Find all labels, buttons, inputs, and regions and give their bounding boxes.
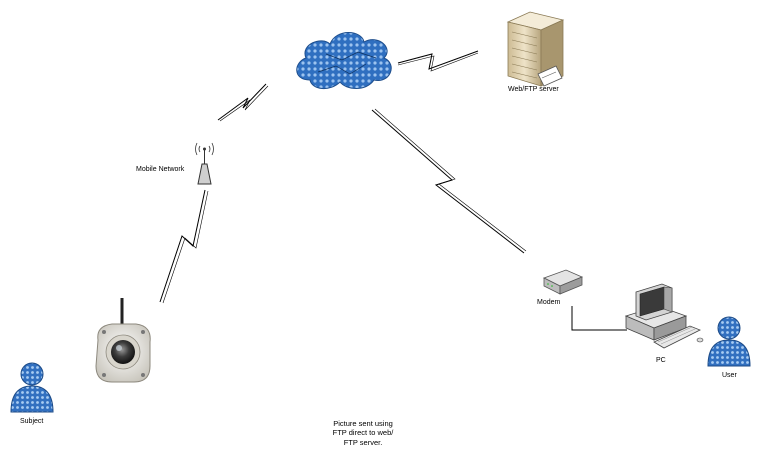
pc-icon <box>626 284 703 348</box>
mobile-network-label: Mobile Network <box>136 166 184 174</box>
link-antenna-cloud-2 <box>220 86 268 121</box>
modem-pc-cable <box>572 306 627 330</box>
user-person-icon <box>708 317 750 366</box>
modem-icon <box>544 270 582 294</box>
subject-person-icon <box>11 363 53 412</box>
user-label: User <box>722 372 737 380</box>
diagram-caption: Picture sent using FTP direct to web/ FT… <box>318 419 408 447</box>
link-cloud-server <box>398 51 478 69</box>
antenna-icon <box>196 143 214 184</box>
pc-label: PC <box>656 357 666 365</box>
web-ftp-server-label: Web/FTP server <box>508 86 559 94</box>
modem-label: Modem <box>537 299 560 307</box>
camera-icon <box>96 298 150 382</box>
link-antenna-cloud <box>218 84 266 120</box>
subject-label: Subject <box>20 418 43 426</box>
caption-line-2: FTP direct to web/ <box>318 428 408 437</box>
cloud-icon <box>297 33 391 89</box>
server-icon <box>508 12 563 86</box>
caption-line-3: FTP server. <box>318 438 408 447</box>
caption-line-1: Picture sent using <box>318 419 408 428</box>
